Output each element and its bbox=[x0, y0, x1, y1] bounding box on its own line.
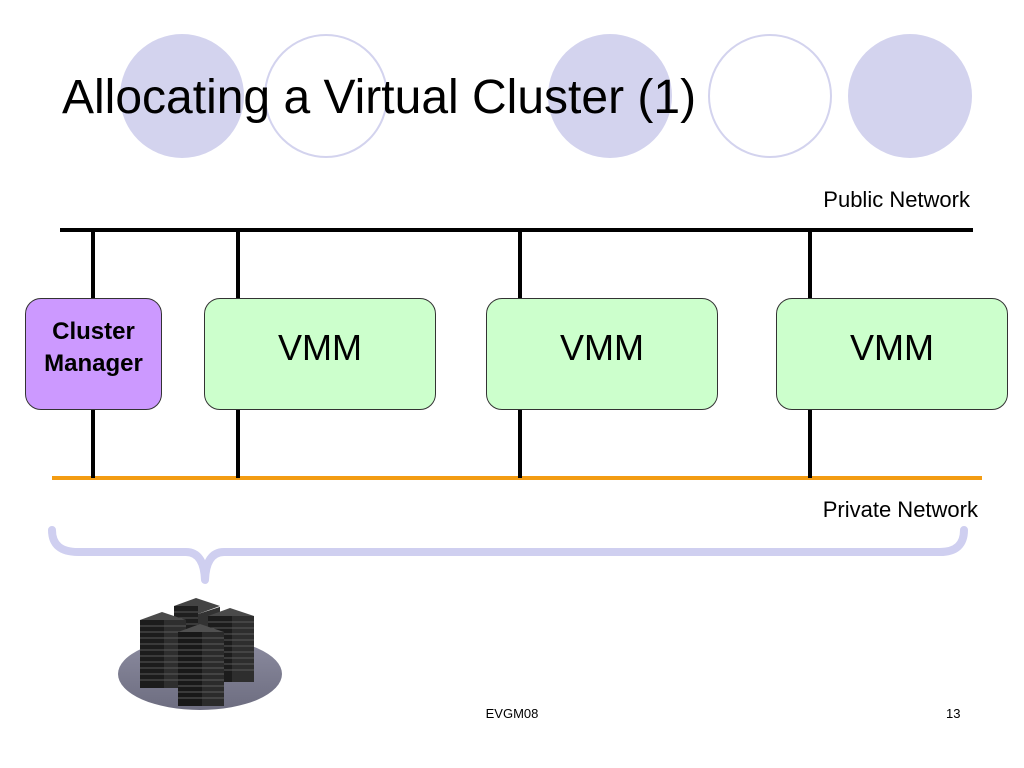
private-network-line bbox=[52, 476, 982, 480]
cluster-manager-node: Cluster Manager bbox=[25, 298, 162, 410]
vmm-1-label: VMM bbox=[278, 327, 362, 368]
cluster-manager-label-line2: Manager bbox=[44, 350, 143, 377]
vmm-node-1: VMM bbox=[204, 298, 436, 410]
server-cluster-icon bbox=[118, 598, 282, 710]
page-number: 13 bbox=[946, 706, 961, 721]
public-network-line bbox=[60, 228, 973, 232]
vmm-1-public-link bbox=[236, 230, 240, 300]
vmm-1-private-link bbox=[236, 408, 240, 478]
vmm-node-3: VMM bbox=[776, 298, 1008, 410]
vmm-2-public-link bbox=[518, 230, 522, 300]
footer-text: EVGM08 bbox=[485, 706, 539, 721]
decor-circle-1 bbox=[120, 34, 244, 158]
decor-circle-5 bbox=[848, 34, 972, 158]
vmm-3-private-link bbox=[808, 408, 812, 478]
cluster-manager-label-line1: Cluster bbox=[52, 318, 135, 345]
vmm-2-label: VMM bbox=[560, 327, 644, 368]
public-network-label: Public Network bbox=[823, 187, 970, 212]
manager-public-link bbox=[91, 230, 95, 300]
decor-circle-2 bbox=[264, 34, 388, 158]
slide-title: Allocating a Virtual Cluster (1) bbox=[62, 71, 697, 124]
vmm-2-private-link bbox=[518, 408, 522, 478]
vmm-3-public-link bbox=[808, 230, 812, 300]
vmm-node-2: VMM bbox=[486, 298, 718, 410]
decor-circle-3 bbox=[548, 34, 672, 158]
manager-private-link bbox=[91, 408, 95, 478]
decor-circle-4 bbox=[708, 34, 832, 158]
vmm-3-label: VMM bbox=[850, 327, 934, 368]
private-network-label: Private Network bbox=[822, 497, 978, 522]
